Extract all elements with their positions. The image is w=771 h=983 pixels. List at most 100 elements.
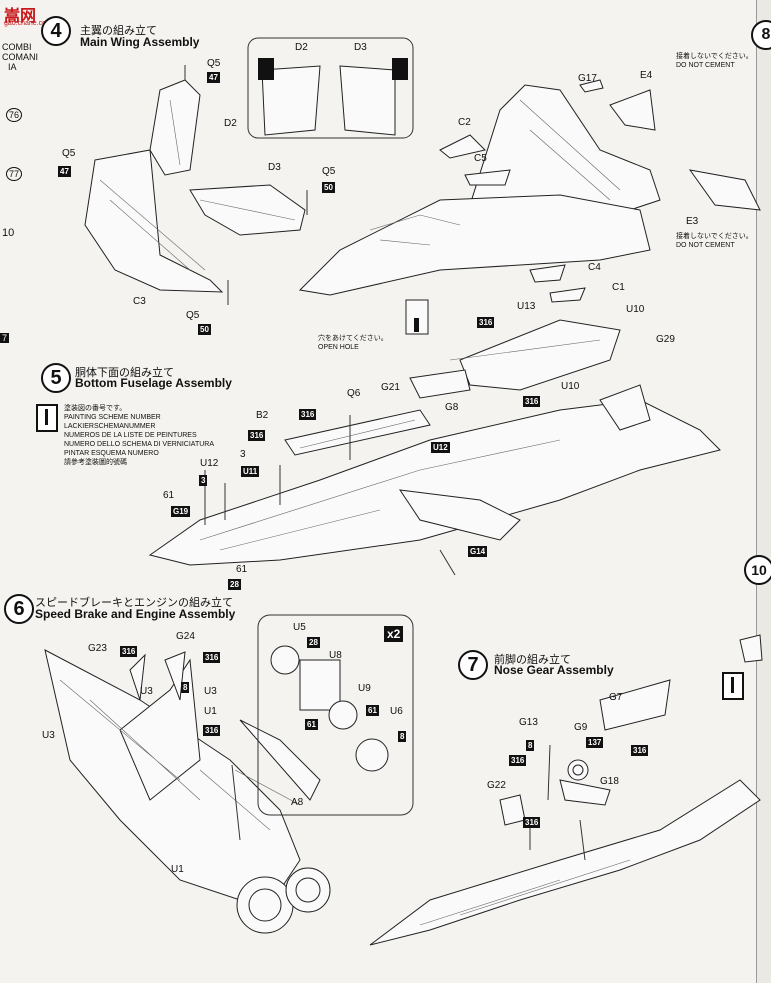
step-7-circle: 7 <box>458 650 488 680</box>
step-10-circle: 10 <box>744 555 771 585</box>
paint-number: 50 <box>322 182 335 193</box>
part-label: G8 <box>445 402 459 413</box>
part-label: D2 <box>295 42 308 53</box>
painting-scheme-line: LACKIERSCHEMANUMMER <box>64 423 156 430</box>
part-label: Q6 <box>347 388 361 399</box>
part-label: U12 <box>200 458 219 469</box>
paint-number: 8 <box>181 682 190 693</box>
part-label: G9 <box>574 722 588 733</box>
paint-number: 28 <box>228 579 241 590</box>
step-7-title-jp: 前脚の組み立て <box>494 654 571 666</box>
part-label: U5 <box>293 622 306 633</box>
part-label: 3 <box>240 449 246 460</box>
part-label: G13 <box>519 717 538 728</box>
part-label: E3 <box>686 216 699 227</box>
part-label: D2 <box>224 118 237 129</box>
paint-number: 316 <box>631 745 649 756</box>
multiplier-badge: x2 <box>384 626 404 642</box>
step-6-title-en: Speed Brake and Engine Assembly <box>35 607 236 621</box>
painting-scheme-line: PINTAR ESQUEMA NUMERO <box>64 450 159 457</box>
paint-scheme-icon-right <box>722 672 744 700</box>
watermark-logo: 嵩网 <box>4 8 37 25</box>
do-not-cement-note-jp: 接着しないでください。 <box>676 53 753 60</box>
part-label: D3 <box>354 42 367 53</box>
part-label: G18 <box>600 776 619 787</box>
step-5-title-jp: 胴体下面の組み立て <box>75 367 174 379</box>
step-5-circle: 5 <box>41 363 71 393</box>
paint-number: G19 <box>171 506 191 517</box>
watermark-url: gao.chane.com <box>4 20 52 27</box>
left-fragment: COMBI <box>2 42 32 52</box>
do-not-cement-note-en: DO NOT CEMENT <box>676 62 735 69</box>
step4-wing-drawing <box>84 37 761 305</box>
step-8-circle: 8 <box>751 20 771 50</box>
painting-scheme-line: NUMEROS DE LA LISTE DE PEINTURES <box>64 432 197 439</box>
part-label: 61 <box>163 490 175 501</box>
part-label: C5 <box>474 153 487 164</box>
left-fragment: 76 <box>6 108 23 122</box>
part-label: G21 <box>381 382 400 393</box>
part-label: A8 <box>291 797 304 808</box>
part-label: B2 <box>256 410 269 421</box>
part-label: G17 <box>578 73 597 84</box>
part-label: U1 <box>204 706 217 717</box>
paint-number: 61 <box>305 719 318 730</box>
part-label: G23 <box>88 643 107 654</box>
part-label: U1 <box>171 864 184 875</box>
step5-fuselage-drawing <box>148 264 721 576</box>
left-fragment: 10 <box>2 227 15 239</box>
open-hole-note-en: OPEN HOLE <box>318 344 359 351</box>
paint-number: 47 <box>58 166 71 177</box>
paint-number: U11 <box>241 466 260 477</box>
do-not-cement-note-en-2: DO NOT CEMENT <box>676 242 735 249</box>
paint-number: 316 <box>523 817 541 828</box>
step-6-title-jp: スピードブレーキとエンジンの組み立て <box>35 597 233 609</box>
paint-number: 316 <box>248 430 266 441</box>
step-5-title-en: Bottom Fuselage Assembly <box>75 376 232 390</box>
left-fragment: COMANI <box>2 52 38 62</box>
part-label: G29 <box>656 334 675 345</box>
paint-number: 316 <box>477 317 495 328</box>
paint-number: 316 <box>203 652 221 663</box>
step-4-title-en: Main Wing Assembly <box>80 35 200 49</box>
step-4-circle: 4 <box>41 16 71 46</box>
painting-scheme-line: NUMERO DELLO SCHEMA DI VERNICIATURA <box>64 441 215 448</box>
part-label: C3 <box>133 296 146 307</box>
paint-number: 47 <box>207 72 220 83</box>
part-label: C1 <box>612 282 625 293</box>
step-4-title-jp: 主翼の組み立て <box>80 25 157 37</box>
step-6-circle: 6 <box>4 594 34 624</box>
part-label: G22 <box>487 780 506 791</box>
page-edge <box>756 0 771 983</box>
painting-scheme-line: PAINTING SCHEME NUMBER <box>64 414 161 421</box>
open-hole-note-jp: 穴をあけてください。 <box>318 335 388 342</box>
paint-number: 316 <box>120 646 138 657</box>
part-label: C4 <box>588 262 601 273</box>
part-label: Q5 <box>62 148 76 159</box>
part-label: U13 <box>517 301 536 312</box>
paint-number: 28 <box>307 637 320 648</box>
paint-number: G14 <box>468 546 488 557</box>
part-label: G7 <box>609 692 623 703</box>
paint-number: 316 <box>509 755 527 766</box>
do-not-cement-note-jp-2: 接着しないでください。 <box>676 233 753 240</box>
paint-number: 61 <box>366 705 379 716</box>
paint-number: U12 <box>431 442 450 453</box>
painting-scheme-line: 塗装図の番号です。 <box>64 405 127 412</box>
part-label: U3 <box>140 686 153 697</box>
part-label: Q5 <box>207 58 221 69</box>
paint-number: 50 <box>198 324 211 335</box>
left-fragment: IA <box>8 62 17 72</box>
part-label: U9 <box>358 683 371 694</box>
paint-number: 316 <box>203 725 221 736</box>
paint-number: 316 <box>299 409 317 420</box>
left-fragment: 77 <box>6 167 23 181</box>
part-label: U10 <box>626 304 645 315</box>
part-label: C2 <box>458 117 471 128</box>
paint-scheme-icon <box>36 404 58 432</box>
part-label: E4 <box>640 70 653 81</box>
step7-nose-gear-drawing <box>369 634 763 946</box>
paint-number: 8 <box>398 731 407 742</box>
part-label: 61 <box>236 564 248 575</box>
